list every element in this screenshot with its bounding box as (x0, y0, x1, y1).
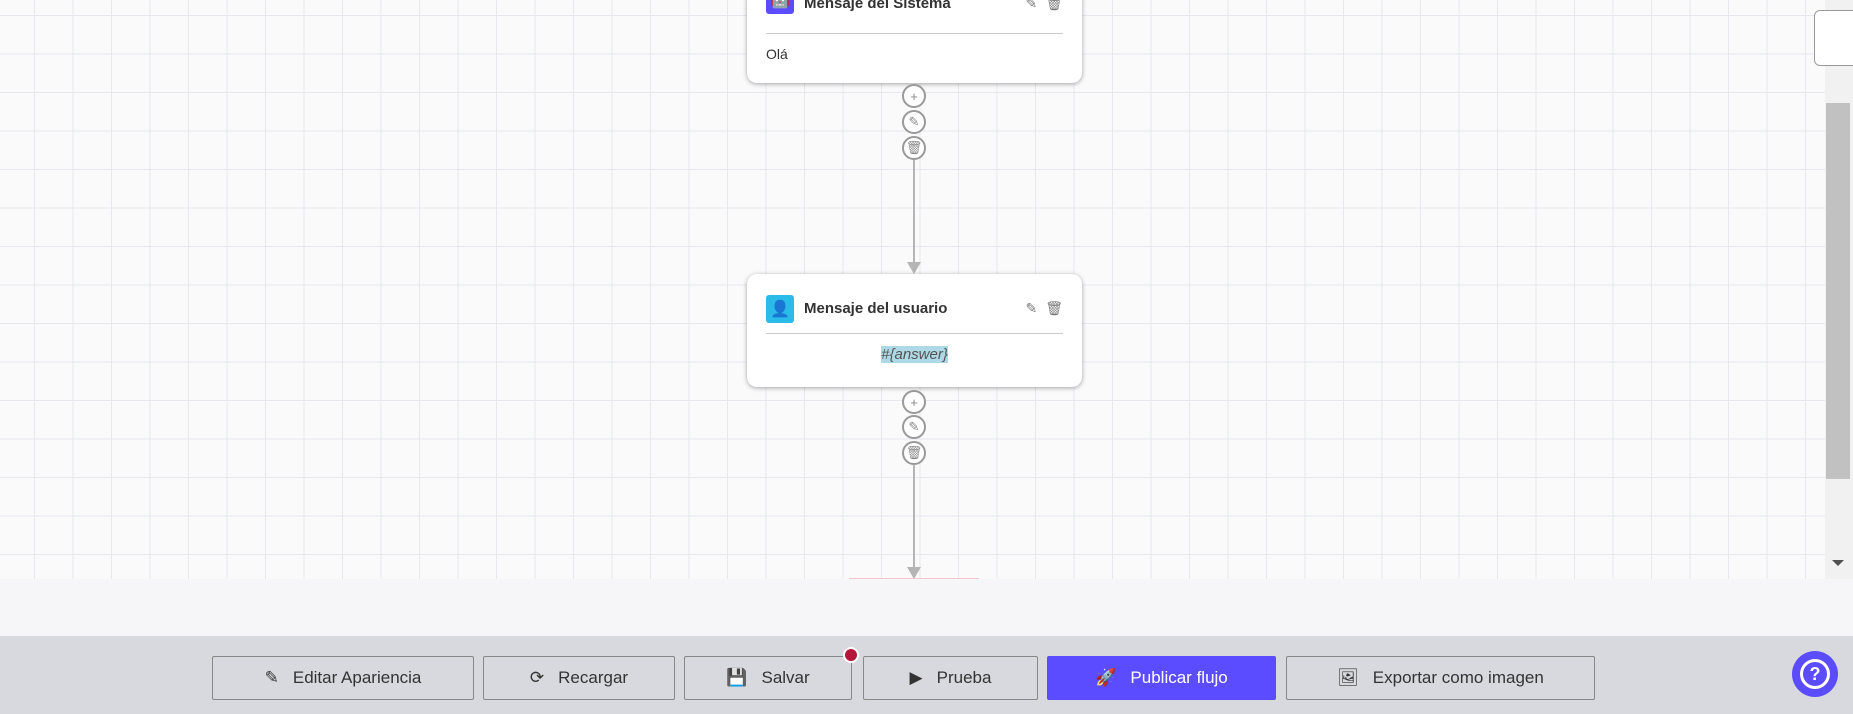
user-icon: 👤 (766, 294, 794, 323)
system-message-node[interactable]: 🤖 Mensaje del Sistema ✎ 🗑 Olá (747, 0, 1082, 83)
button-label: Salvar (761, 668, 810, 687)
node-body: #{answer} (881, 346, 948, 363)
edit-icon[interactable]: ✎ (1025, 300, 1038, 316)
node-title: Mensaje del usuario (804, 300, 948, 317)
arrow-icon (907, 262, 921, 274)
node-header: 🤖 Mensaje del Sistema ✎ 🗑 (766, 0, 1063, 14)
refresh-icon: ⟳ (529, 668, 545, 687)
robot-icon: 🤖 (766, 0, 794, 14)
bottom-toolbar: ✎ Editar Apariencia ⟳ Recargar 💾 Salvar ▶ Pr… (0, 636, 1853, 714)
unsaved-indicator (843, 647, 859, 663)
edit-appearance-button[interactable]: ✎ Editar Apariencia (212, 656, 474, 700)
scroll-down-icon[interactable] (1832, 560, 1844, 566)
test-button[interactable]: ▶ Prueba (863, 656, 1038, 700)
help-icon: ? (1800, 659, 1830, 689)
publish-flow-button[interactable]: 🚀 Publicar flujo (1047, 656, 1276, 700)
edit-connection-icon[interactable]: ✎ (902, 110, 926, 134)
button-label: Recargar (558, 668, 629, 687)
vertical-scrollbar[interactable] (1825, 0, 1853, 579)
flow-canvas[interactable]: 🤖 Mensaje del Sistema ✎ 🗑 Olá + ✎ 🗑 👤 Me… (0, 0, 1825, 579)
rocket-icon: 🚀 (1095, 668, 1117, 687)
button-label: Exportar como imagen (1372, 668, 1544, 687)
arrow-icon (907, 567, 921, 579)
next-node-edge (849, 578, 979, 579)
delete-connection-icon[interactable]: 🗑 (902, 441, 926, 465)
user-message-node[interactable]: 👤 Mensaje del usuario ✎ 🗑 #{answer} (747, 274, 1082, 387)
node-header: 👤 Mensaje del usuario ✎ 🗑 (766, 294, 1063, 334)
minimap-panel[interactable] (1814, 10, 1853, 66)
trash-icon[interactable]: 🗑 (1045, 0, 1063, 11)
add-node-icon[interactable]: + (902, 390, 926, 414)
edit-connection-icon[interactable]: ✎ (902, 415, 926, 439)
connector-line (913, 465, 915, 569)
connector-line (913, 160, 915, 264)
button-label: Editar Apariencia (292, 668, 422, 687)
help-button[interactable]: ? (1792, 651, 1838, 697)
reload-button[interactable]: ⟳ Recargar (483, 656, 675, 700)
node-body: Olá (766, 46, 788, 62)
edit-icon: ✎ (264, 668, 279, 687)
button-label: Prueba (936, 668, 992, 687)
save-icon: 💾 (726, 668, 748, 687)
add-node-icon[interactable]: + (902, 84, 926, 108)
export-image-button[interactable]: 🖼 Exportar como imagen (1286, 656, 1595, 700)
delete-connection-icon[interactable]: 🗑 (902, 136, 926, 160)
edit-icon[interactable]: ✎ (1025, 0, 1038, 11)
scrollbar-thumb[interactable] (1826, 103, 1850, 479)
trash-icon[interactable]: 🗑 (1045, 300, 1063, 316)
play-icon: ▶ (909, 668, 923, 687)
node-title: Mensaje del Sistema (804, 0, 951, 12)
save-button[interactable]: 💾 Salvar (684, 656, 852, 700)
image-icon: 🖼 (1337, 668, 1359, 687)
button-label: Publicar flujo (1130, 668, 1228, 687)
